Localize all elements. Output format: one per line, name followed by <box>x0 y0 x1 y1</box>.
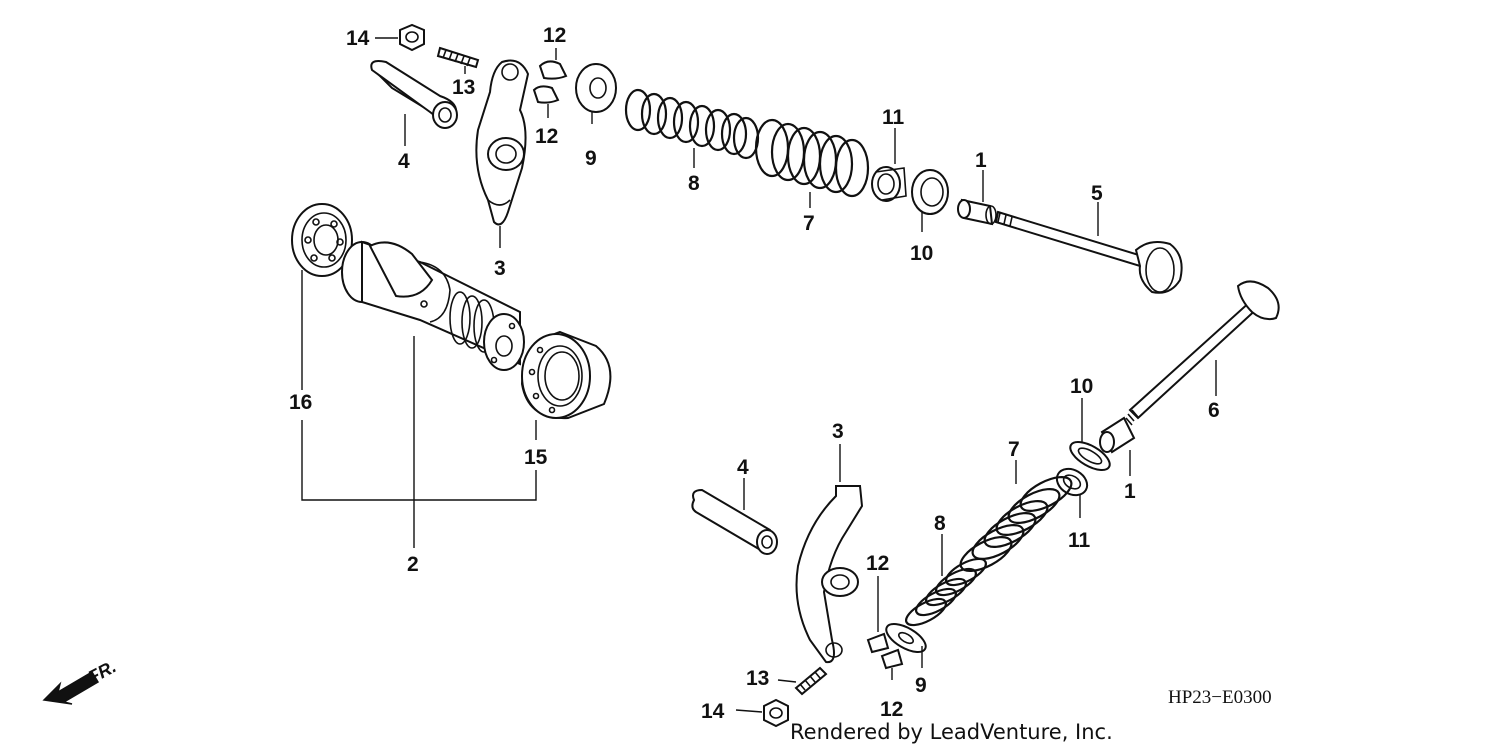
callout-14-top: 14 <box>346 27 370 50</box>
part-spring-retainer-top <box>575 63 617 113</box>
part-stem-seal-top <box>871 166 907 202</box>
part-cotter-top <box>532 60 568 104</box>
callout-6: 6 <box>1208 399 1220 422</box>
part-cotter-bottom <box>866 632 904 670</box>
front-direction-arrow-icon <box>42 670 100 705</box>
part-adjust-screw-bottom <box>794 666 828 696</box>
diagram-code: HP23−E0300 <box>1168 687 1272 708</box>
part-nut-bottom <box>763 698 789 728</box>
part-camshaft <box>341 240 525 371</box>
callout-16: 16 <box>289 391 312 414</box>
callout-10-top: 10 <box>910 242 933 265</box>
callout-12-top-a: 12 <box>543 24 566 47</box>
callout-8-top: 8 <box>688 172 700 195</box>
callout-14-bottom: 14 <box>701 700 725 723</box>
callout-12-bottom-a: 12 <box>866 552 889 575</box>
part-rocker-shaft-top <box>370 60 458 129</box>
part-rocker-arm-bottom <box>795 485 864 664</box>
render-credit: Rendered by LeadVenture, Inc. <box>790 720 1113 744</box>
part-valve-guide-top <box>957 198 997 226</box>
part-bearing-right <box>520 330 612 420</box>
callout-11-bottom: 11 <box>1068 529 1091 552</box>
callout-1-top: 1 <box>975 149 987 172</box>
callout-9-top: 9 <box>585 147 597 170</box>
callout-2: 2 <box>407 553 419 576</box>
part-adjust-screw-top <box>436 46 480 69</box>
callout-12-top-b: 12 <box>535 125 558 148</box>
callout-5: 5 <box>1091 182 1103 205</box>
callout-3-top: 3 <box>494 257 506 280</box>
part-outer-spring-top <box>754 118 870 198</box>
callout-4-bottom: 4 <box>737 456 749 479</box>
callout-10-bottom: 10 <box>1070 375 1093 398</box>
part-inner-spring-bottom <box>905 557 987 627</box>
callout-4-top: 4 <box>398 150 410 173</box>
part-spring-seat-top <box>911 169 949 215</box>
part-bearing-left <box>291 203 353 277</box>
part-outer-spring-bottom <box>959 476 1073 572</box>
part-valve-intake <box>994 210 1183 294</box>
part-nut-top <box>399 23 425 52</box>
part-valve-exhaust <box>1125 280 1280 426</box>
callout-11-top: 11 <box>882 106 905 129</box>
callout-12-bottom-b: 12 <box>880 698 903 721</box>
part-rocker-arm-top <box>475 59 530 226</box>
leader-14-bottom <box>735 709 763 713</box>
callout-3-bottom: 3 <box>832 420 844 443</box>
callout-15: 15 <box>524 446 548 469</box>
callout-7-top: 7 <box>803 212 815 235</box>
leader-13-bottom <box>777 679 797 683</box>
part-spring-retainer-bottom <box>885 623 927 653</box>
leader-bearing-set <box>301 420 537 501</box>
part-valve-guide-bottom <box>1099 416 1136 454</box>
callout-7-bottom: 7 <box>1008 438 1020 461</box>
part-rocker-shaft-bottom <box>691 488 778 555</box>
callout-1-bottom: 1 <box>1124 480 1136 503</box>
part-spring-seat-bottom <box>1069 441 1111 471</box>
part-inner-spring-top <box>624 88 760 160</box>
callout-13-bottom: 13 <box>746 667 769 690</box>
callout-8-bottom: 8 <box>934 512 946 535</box>
callout-9-bottom: 9 <box>915 674 927 697</box>
callout-13-top: 13 <box>452 76 475 99</box>
